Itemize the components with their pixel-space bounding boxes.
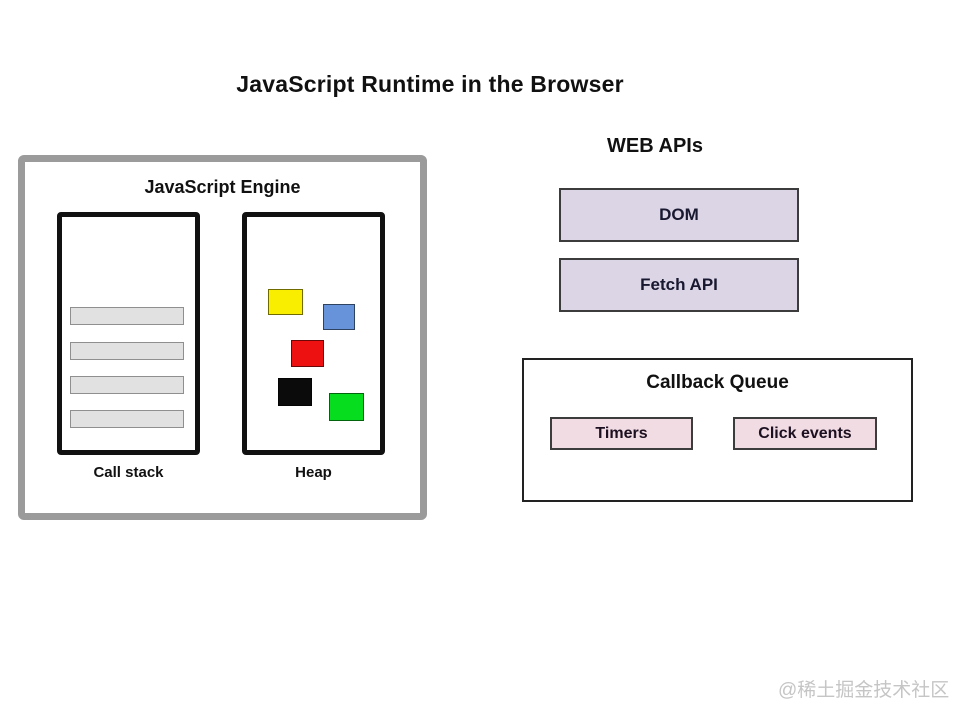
callback-queue-box: Callback Queue Timers Click events bbox=[522, 358, 913, 502]
stack-frame bbox=[70, 307, 184, 325]
javascript-engine-box: JavaScript Engine Call stack Heap bbox=[18, 155, 427, 520]
call-stack-label: Call stack bbox=[93, 464, 164, 481]
queue-item-timers: Timers bbox=[550, 417, 693, 450]
heap-object-green bbox=[329, 393, 364, 421]
page-title: JavaScript Runtime in the Browser bbox=[236, 71, 624, 97]
heap-object-yellow bbox=[268, 289, 303, 315]
web-api-dom-box: DOM bbox=[559, 188, 799, 242]
stack-frame bbox=[70, 376, 184, 394]
callback-queue-title: Callback Queue bbox=[646, 372, 789, 393]
heap-object-blue bbox=[323, 304, 355, 330]
heap-box bbox=[242, 212, 385, 455]
watermark: @稀土掘金技术社区 bbox=[778, 680, 950, 701]
heap-object-black bbox=[278, 378, 312, 406]
queue-item-click-events: Click events bbox=[733, 417, 877, 450]
web-apis-title: WEB APIs bbox=[607, 135, 703, 157]
call-stack-box bbox=[57, 212, 200, 455]
stack-frame bbox=[70, 410, 184, 428]
javascript-engine-title: JavaScript Engine bbox=[144, 177, 301, 197]
heap-object-red bbox=[291, 340, 324, 367]
heap-label: Heap bbox=[295, 464, 332, 481]
stack-frame bbox=[70, 342, 184, 360]
web-api-fetch-box: Fetch API bbox=[559, 258, 799, 312]
